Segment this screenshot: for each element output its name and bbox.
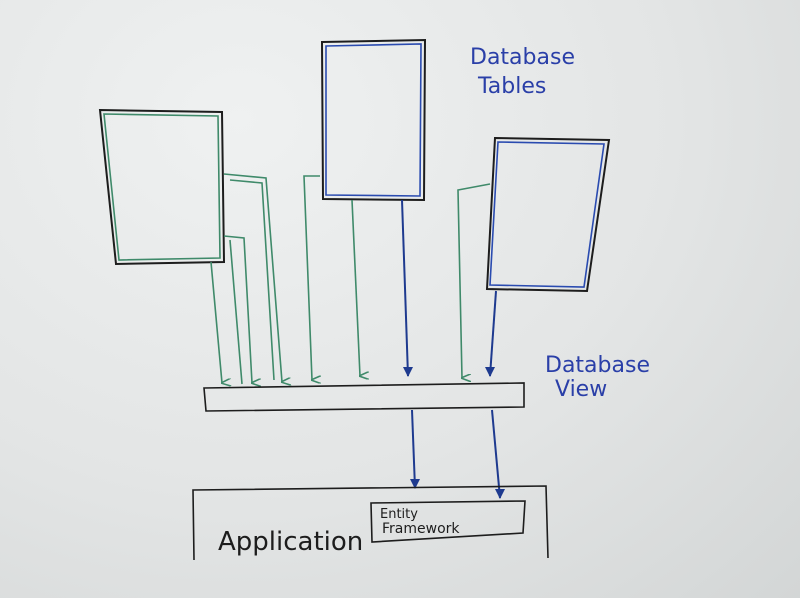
green-arrows bbox=[210, 173, 491, 384]
arrow-t2-view bbox=[401, 199, 413, 377]
application-box bbox=[192, 485, 549, 561]
arrow-t1-a bbox=[210, 261, 222, 383]
arrow-t1-b bbox=[223, 235, 252, 383]
tables-label-line2: Tables bbox=[477, 74, 546, 99]
ef-label-line1: Entity bbox=[380, 507, 418, 522]
arrow-view-ef-2 bbox=[491, 409, 505, 499]
blue-arrows bbox=[401, 199, 505, 499]
database-table-2 bbox=[320, 38, 427, 202]
arrow-t2-left bbox=[303, 175, 320, 380]
tables-label-line1: Database bbox=[470, 45, 575, 70]
entity-framework-box bbox=[370, 500, 526, 543]
arrow-t2-mid bbox=[351, 199, 360, 376]
database-table-1 bbox=[98, 108, 226, 266]
arrow-view-ef-1 bbox=[410, 409, 420, 489]
database-view-bar bbox=[203, 382, 525, 412]
view-label-line2: View bbox=[555, 377, 607, 402]
application-label: Application bbox=[218, 527, 363, 557]
arrow-t3-view bbox=[485, 290, 497, 377]
database-table-3 bbox=[485, 136, 611, 293]
arrow-t3-left bbox=[457, 183, 491, 378]
ef-label-line2: Framework bbox=[382, 521, 460, 537]
arrow-t1-c bbox=[223, 173, 282, 382]
view-label-line1: Database bbox=[545, 353, 650, 378]
